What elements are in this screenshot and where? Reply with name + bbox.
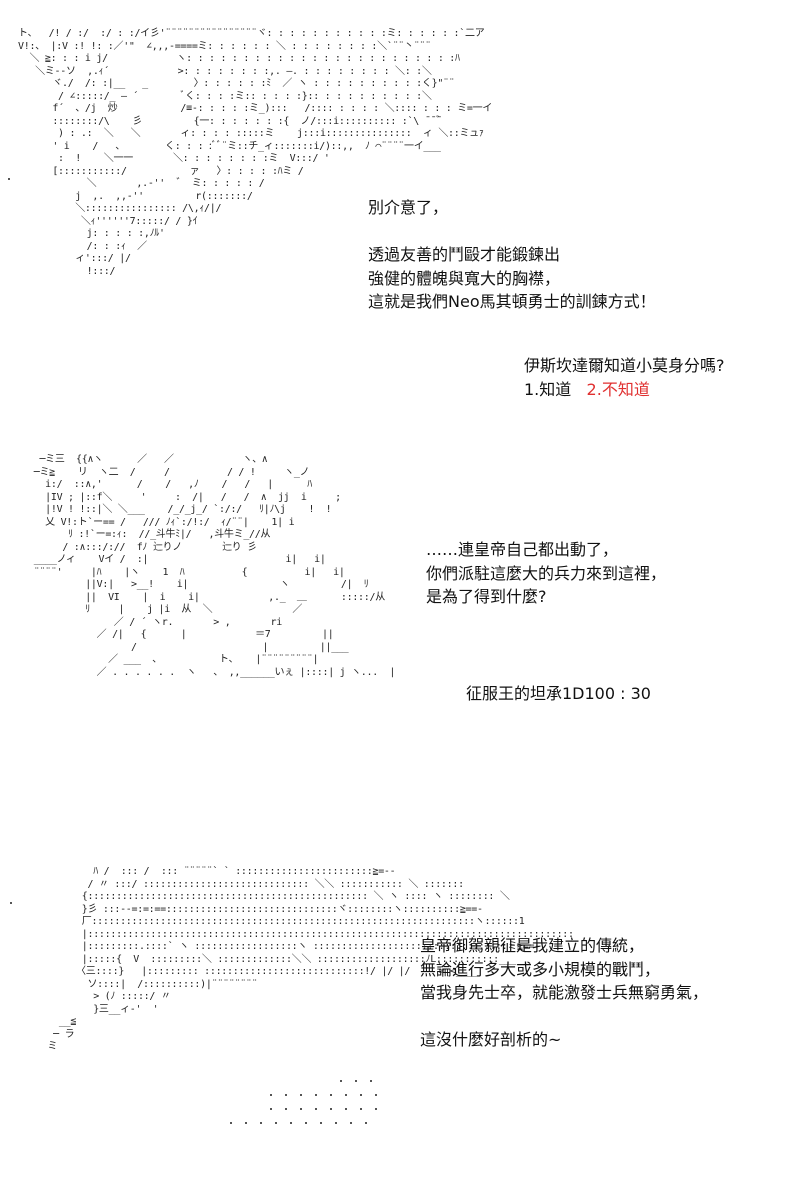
ascii-art-warrior-figure: ト、 /! / :/ :/ : :/イ彡'¨¨¨¨¨¨¨¨¨¨¨¨¨¨¨¨ヾ: … (18, 28, 493, 277)
panel-two: ─ミ三 {{∧ヽ ／ ／ ヽ、∧ ─ミ≧ リ ヽ二 / / / / ! ヽ_ノ … (0, 440, 800, 790)
dialogue-line: 透過友善的鬥毆才能鍛鍊出 (368, 245, 561, 264)
choice-options: 1.知道 2.不知道 (524, 378, 725, 402)
choice-block: 伊斯坎達爾知道小莫身分嗎? 1.知道 2.不知道 (524, 354, 725, 401)
dialogue-block-tradition: 皇帝御駕親征是我建立的傳統， 無論進行多大或多小規模的戰鬥， 當我身先士卒，就能… (420, 934, 708, 1052)
dialogue-line: 無論進行多大或多小規模的戰鬥， (420, 959, 661, 979)
dialogue-line: ……連皇帝自己都出動了， (426, 540, 619, 559)
dice-roll-text: 征服王的坦承1D100 : 30 (466, 684, 651, 703)
dialogue-block-question: ……連皇帝自己都出動了， 你們派駐這麼大的兵力來到這裡， 是為了得到什麼? (426, 538, 666, 609)
dialogue-line: 別介意了， (368, 198, 449, 217)
dialogue-gap (420, 1005, 708, 1029)
dotted-ground-pattern (230, 1080, 380, 1140)
choice-option-know: 1.知道 (524, 379, 572, 399)
dialogue-line: 皇帝御駕親征是我建立的傳統， (420, 936, 645, 955)
choice-question: 伊斯坎達爾知道小莫身分嗎? (524, 356, 725, 375)
panel-three: ﾊ / ::: / ::: ¨¨¨¨¨` ` :::::::::::::::::… (0, 850, 800, 1150)
dialogue-line: 當我身先士卒，就能激發士兵無窮勇氣， (420, 983, 709, 1002)
ascii-art-cloaked-figure: ﾊ / ::: / ::: ¨¨¨¨¨` ` :::::::::::::::::… (47, 866, 574, 1052)
dialogue-line: 你們派駐這麼大的兵力來到這裡， (426, 563, 667, 583)
choice-option-not-know: 2.不知道 (586, 379, 650, 399)
stray-dot (8, 178, 10, 180)
dialogue-line: 強健的體魄與寬大的胸襟， (368, 268, 561, 288)
ascii-art-two-figures: ─ミ三 {{∧ヽ ／ ／ ヽ、∧ ─ミ≧ リ ヽ二 / / / / ! ヽ_ノ … (33, 454, 396, 678)
dice-roll-result: 征服王的坦承1D100 : 30 (466, 682, 651, 706)
panel-one: ト、 /! / :/ :/ : :/イ彡'¨¨¨¨¨¨¨¨¨¨¨¨¨¨¨¨ヾ: … (0, 0, 800, 400)
dialogue-line: 是為了得到什麼? (426, 587, 547, 606)
dialogue-line: 這沒什麼好剖析的~ (420, 1030, 562, 1049)
dialogue-block-intro: 別介意了， 透過友善的鬥毆才能鍛鍊出 強健的體魄與寬大的胸襟， 這就是我們Neo… (368, 196, 656, 314)
dialogue-gap (368, 220, 656, 244)
dialogue-line: 這就是我們Neo馬其頓勇士的訓鍊方式！ (368, 292, 656, 311)
stray-dot (10, 902, 12, 904)
